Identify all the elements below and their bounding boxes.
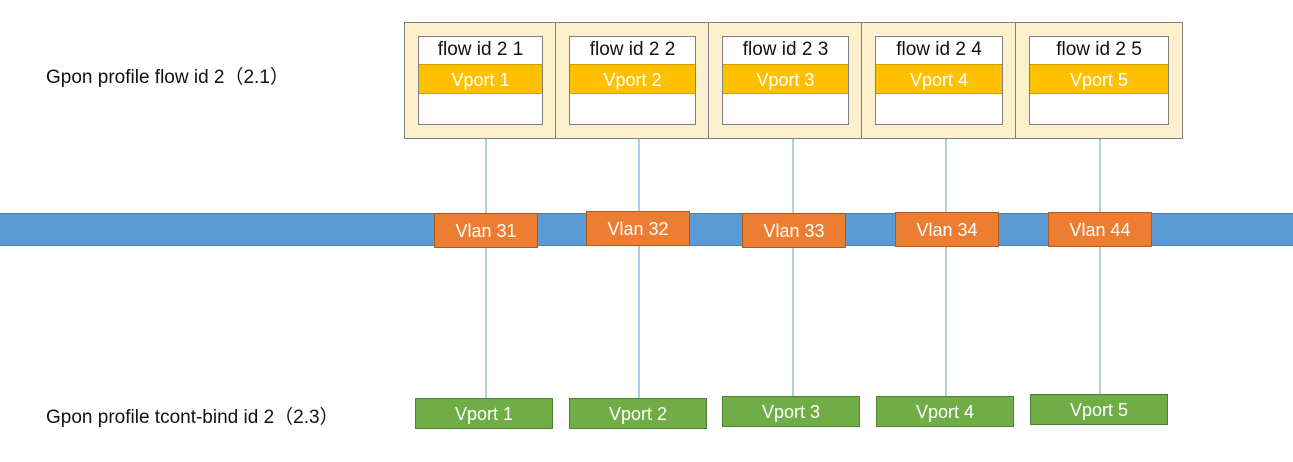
vlan-tag-1: Vlan 31 <box>434 213 538 248</box>
vlan-tag-3: Vlan 33 <box>742 213 846 248</box>
flow-title: flow id 2 5 <box>1056 39 1142 60</box>
tcont-vport-2: Vport 2 <box>569 398 707 429</box>
flow-card-3: flow id 2 3 Vport 3 <box>708 22 863 139</box>
flow-card-1: flow id 2 1 Vport 1 <box>404 22 557 139</box>
flow-vport: Vport 4 <box>876 64 1002 94</box>
tcont-bind-profile-label: Gpon profile tcont-bind id 2（2.3） <box>46 407 339 428</box>
flow-vport: Vport 5 <box>1030 64 1168 94</box>
vlan-tag-4: Vlan 34 <box>895 212 999 247</box>
tcont-vport-1: Vport 1 <box>415 398 553 429</box>
flow-title: flow id 2 3 <box>742 39 829 60</box>
flow-title: flow id 2 1 <box>437 39 524 60</box>
flow-title: flow id 2 2 <box>589 39 676 60</box>
flow-title: flow id 2 4 <box>896 39 982 60</box>
flow-vport: Vport 3 <box>723 64 848 94</box>
flow-card-5: flow id 2 5 Vport 5 <box>1015 22 1183 139</box>
flow-card-inner: flow id 2 5 Vport 5 <box>1029 36 1169 125</box>
flow-profile-label: Gpon profile flow id 2（2.1） <box>46 67 289 88</box>
flow-card-inner: flow id 2 2 Vport 2 <box>569 36 696 125</box>
tcont-vport-5: Vport 5 <box>1030 394 1168 425</box>
flow-vport: Vport 1 <box>419 64 542 94</box>
vlan-tag-5: Vlan 44 <box>1048 212 1152 247</box>
flow-vport: Vport 2 <box>570 64 695 94</box>
vlan-tag-2: Vlan 32 <box>586 211 690 246</box>
tcont-vport-3: Vport 3 <box>722 396 860 427</box>
flow-card-2: flow id 2 2 Vport 2 <box>555 22 710 139</box>
flow-card-4: flow id 2 4 Vport 4 <box>861 22 1017 139</box>
flow-card-inner: flow id 2 1 Vport 1 <box>418 36 543 125</box>
flow-card-inner: flow id 2 3 Vport 3 <box>722 36 849 125</box>
tcont-vport-4: Vport 4 <box>876 396 1014 427</box>
flow-card-inner: flow id 2 4 Vport 4 <box>875 36 1003 125</box>
